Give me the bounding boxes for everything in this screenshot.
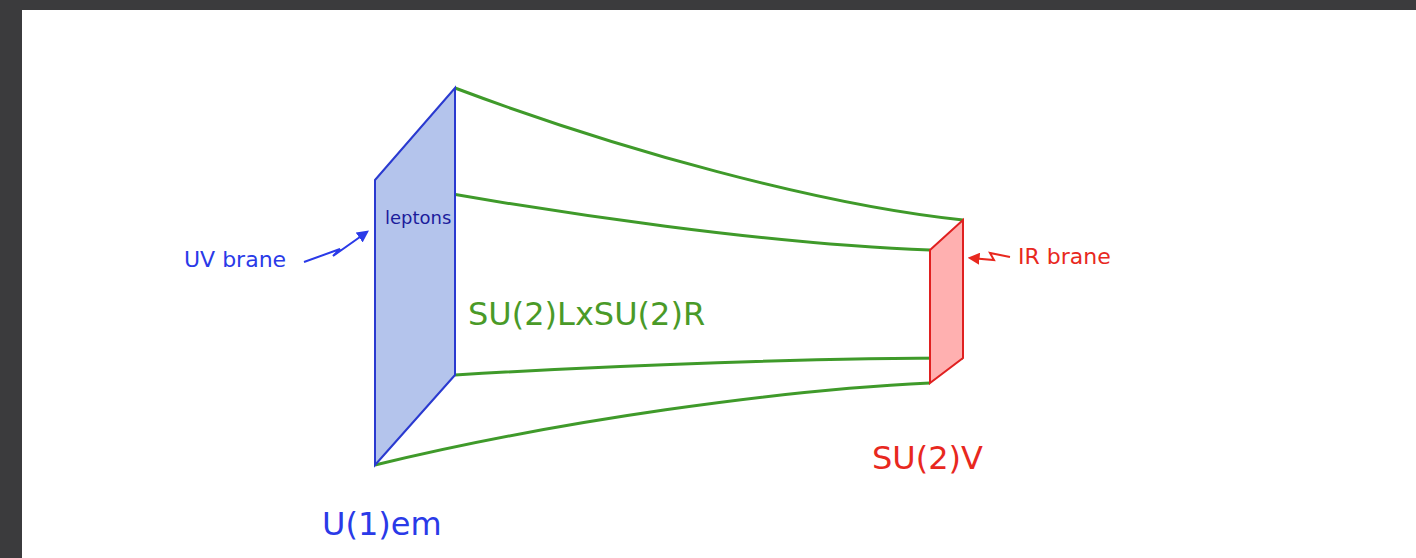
brane-symmetry-label: U(1)em <box>322 506 442 543</box>
bulk-curve <box>375 383 930 465</box>
bulk-symmetry-label: SU(2)LxSU(2)R <box>468 296 705 333</box>
bulk-curves <box>375 88 963 465</box>
pointer-arrow <box>304 232 367 262</box>
bulk-curve <box>455 358 963 375</box>
brane-content-label: leptons <box>384 208 452 229</box>
brane-symmetry-label: SU(2)V <box>872 440 983 477</box>
bulk-curve <box>375 180 930 250</box>
bulk-curve <box>455 88 963 220</box>
brane-name: UV brane <box>184 247 286 272</box>
ir-brane <box>930 220 963 383</box>
slide-panel <box>22 10 1416 558</box>
brane-name: IR brane <box>1018 244 1111 269</box>
uv-brane <box>375 88 455 465</box>
pointer-arrow <box>970 253 1010 260</box>
